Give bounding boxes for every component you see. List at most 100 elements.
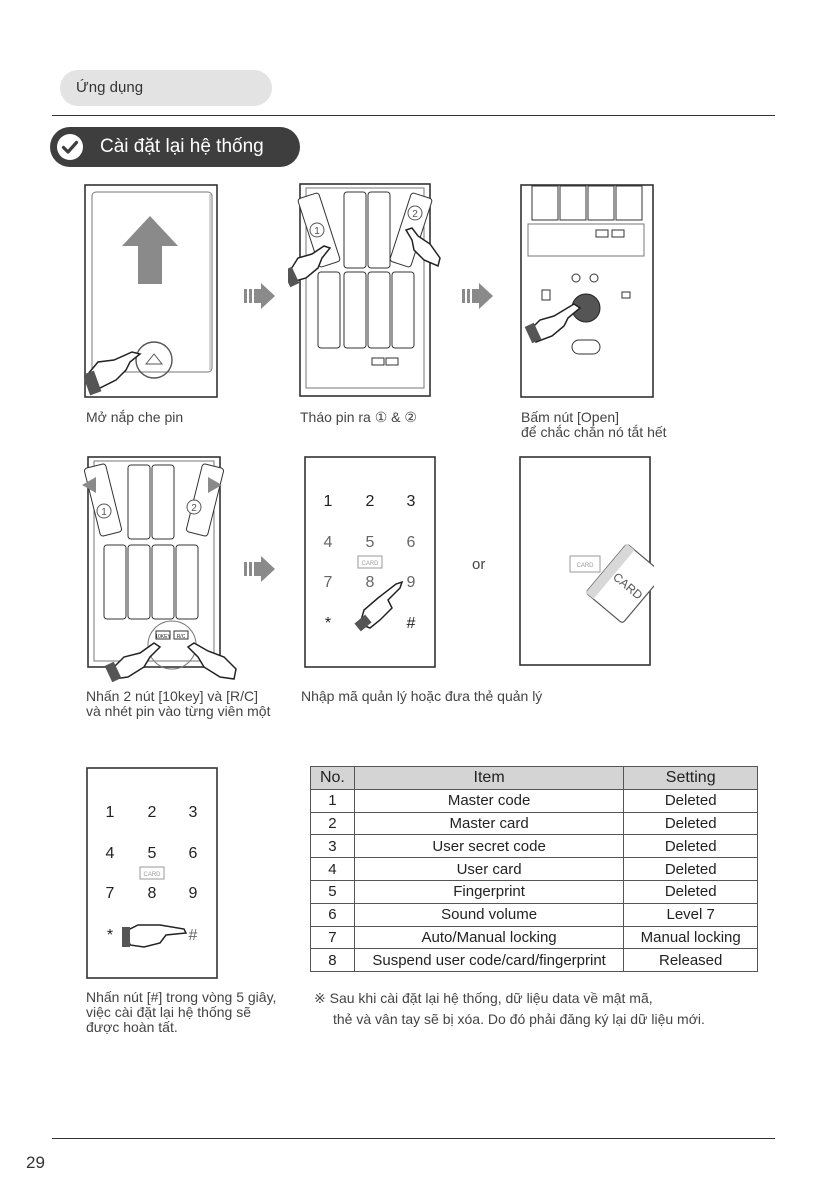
column-header-item: Item bbox=[353, 766, 625, 790]
row-item: Suspend user code/card/fingerprint bbox=[353, 948, 625, 973]
table-row: 5 Fingerprint Deleted bbox=[310, 879, 758, 904]
step6-caption-line3: được hoàn tất. bbox=[86, 1019, 178, 1035]
svg-text:#: # bbox=[189, 927, 198, 944]
pointing-hand-icon bbox=[84, 351, 142, 396]
svg-text:2: 2 bbox=[191, 503, 197, 514]
row-no: 3 bbox=[310, 834, 355, 859]
svg-text:8: 8 bbox=[148, 885, 157, 902]
row-setting: Level 7 bbox=[623, 902, 758, 927]
svg-text:1: 1 bbox=[106, 804, 115, 821]
row-item: User secret code bbox=[353, 834, 625, 859]
footer-divider bbox=[52, 1138, 775, 1139]
step3-caption-line2: để chắc chắn nó tắt hết bbox=[521, 424, 667, 440]
svg-text:*: * bbox=[107, 927, 113, 944]
svg-text:R/C: R/C bbox=[177, 634, 186, 640]
card-reader-figure: CARD CARD bbox=[519, 456, 654, 666]
svg-text:CARD: CARD bbox=[143, 872, 161, 878]
svg-text:2: 2 bbox=[412, 209, 418, 220]
svg-text:1: 1 bbox=[314, 226, 320, 237]
pointing-hand-icon bbox=[288, 245, 332, 288]
reset-note: ※ Sau khi cài đặt lại hệ thống, dữ liệu … bbox=[314, 988, 705, 1030]
svg-text:9: 9 bbox=[189, 885, 198, 902]
step1-caption: Mở nắp che pin bbox=[86, 409, 184, 425]
svg-text:10KEY: 10KEY bbox=[155, 634, 171, 640]
note-symbol: ※ bbox=[314, 990, 326, 1006]
step6-caption-line1: Nhấn nút [#] trong vòng 5 giây, bbox=[86, 989, 277, 1005]
header-divider bbox=[52, 115, 775, 116]
row-item: Master code bbox=[353, 788, 625, 813]
svg-text:6: 6 bbox=[189, 845, 198, 862]
row-setting: Deleted bbox=[623, 879, 758, 904]
row-no: 8 bbox=[310, 948, 355, 973]
row-setting: Released bbox=[623, 948, 758, 973]
row-no: 5 bbox=[310, 879, 355, 904]
arrow-right-icon bbox=[244, 283, 275, 309]
row-setting: Deleted bbox=[623, 811, 758, 836]
row-no: 2 bbox=[310, 811, 355, 836]
step6-caption-line2: việc cài đặt lại hệ thống sẽ bbox=[86, 1004, 251, 1020]
or-label: or bbox=[472, 556, 486, 573]
table-row: 4 User card Deleted bbox=[310, 857, 758, 881]
row-setting: Deleted bbox=[623, 857, 758, 881]
row-item: User card bbox=[353, 857, 625, 881]
arrow-right-icon bbox=[244, 556, 275, 582]
step4-caption-line2: và nhét pin vào từng viên một bbox=[86, 703, 271, 719]
pointing-hand-icon bbox=[524, 303, 582, 344]
battery-cover-figure bbox=[84, 184, 218, 398]
svg-text:7: 7 bbox=[324, 574, 333, 591]
section-tag: Ứng dụng bbox=[60, 70, 272, 106]
keypad-figure: 1 2 3 4 5 6 CARD 7 8 9 * # bbox=[304, 456, 436, 668]
pointing-hand-icon bbox=[354, 580, 404, 632]
note-line2: thẻ và vân tay sẽ bị xóa. Do đó phải đăn… bbox=[333, 1011, 705, 1027]
step2-caption: Tháo pin ra ① & ② bbox=[300, 409, 417, 425]
note-line1: Sau khi cài đặt lại hệ thống, dữ liệu da… bbox=[329, 990, 653, 1006]
step4-caption-line1: Nhấn 2 nút [10key] và [R/C] bbox=[86, 688, 258, 704]
battery-insert-figure: 1 2 10KEY R/C bbox=[82, 456, 237, 683]
step3-caption-line1: Bấm nút [Open] bbox=[521, 409, 620, 425]
svg-text:7: 7 bbox=[106, 885, 115, 902]
row-setting: Deleted bbox=[623, 834, 758, 859]
reset-settings-table: No. Item Setting 1 Master code Deleted 2… bbox=[310, 766, 758, 973]
step5-caption: Nhập mã quản lý hoặc đưa thẻ quản lý bbox=[301, 688, 543, 704]
table-row: 8 Suspend user code/card/fingerprint Rel… bbox=[310, 948, 758, 973]
svg-text:2: 2 bbox=[366, 493, 375, 510]
open-button-figure bbox=[520, 184, 654, 398]
table-row: 2 Master card Deleted bbox=[310, 811, 758, 836]
svg-text:1: 1 bbox=[324, 493, 333, 510]
svg-text:1: 1 bbox=[101, 507, 107, 518]
pointing-hand-icon bbox=[122, 924, 188, 948]
page-number: 29 bbox=[26, 1153, 45, 1172]
table-row: 3 User secret code Deleted bbox=[310, 834, 758, 859]
svg-text:2: 2 bbox=[148, 804, 157, 821]
table-row: 7 Auto/Manual locking Manual locking bbox=[310, 925, 758, 950]
pointing-hand-icon bbox=[404, 227, 441, 268]
arrow-right-icon bbox=[462, 283, 493, 309]
pointing-hand-icon bbox=[104, 642, 162, 683]
svg-text:#: # bbox=[407, 615, 416, 632]
row-setting: Manual locking bbox=[623, 925, 758, 950]
row-item: Auto/Manual locking bbox=[353, 925, 625, 950]
pointing-hand-icon bbox=[186, 642, 237, 680]
row-no: 1 bbox=[310, 788, 355, 813]
svg-text:5: 5 bbox=[148, 845, 157, 862]
row-item: Sound volume bbox=[353, 902, 625, 927]
section-title: Cài đặt lại hệ thống bbox=[50, 127, 300, 167]
battery-removal-figure: 1 2 bbox=[288, 183, 441, 397]
row-no: 6 bbox=[310, 902, 355, 927]
row-setting: Deleted bbox=[623, 788, 758, 813]
row-item: Fingerprint bbox=[353, 879, 625, 904]
svg-text:9: 9 bbox=[407, 574, 416, 591]
svg-text:4: 4 bbox=[106, 845, 115, 862]
row-no: 7 bbox=[310, 925, 355, 950]
svg-text:4: 4 bbox=[324, 534, 333, 551]
svg-text:*: * bbox=[325, 615, 331, 632]
svg-text:3: 3 bbox=[407, 493, 416, 510]
keypad-hash-figure: 1 2 3 4 5 6 CARD 7 8 9 * # bbox=[86, 767, 218, 979]
svg-text:8: 8 bbox=[366, 574, 375, 591]
row-no: 4 bbox=[310, 857, 355, 881]
slide-up-arrow-icon bbox=[122, 216, 178, 284]
column-header-no: No. bbox=[310, 766, 355, 790]
svg-text:6: 6 bbox=[407, 534, 416, 551]
svg-text:5: 5 bbox=[366, 534, 375, 551]
column-header-setting: Setting bbox=[623, 766, 758, 790]
